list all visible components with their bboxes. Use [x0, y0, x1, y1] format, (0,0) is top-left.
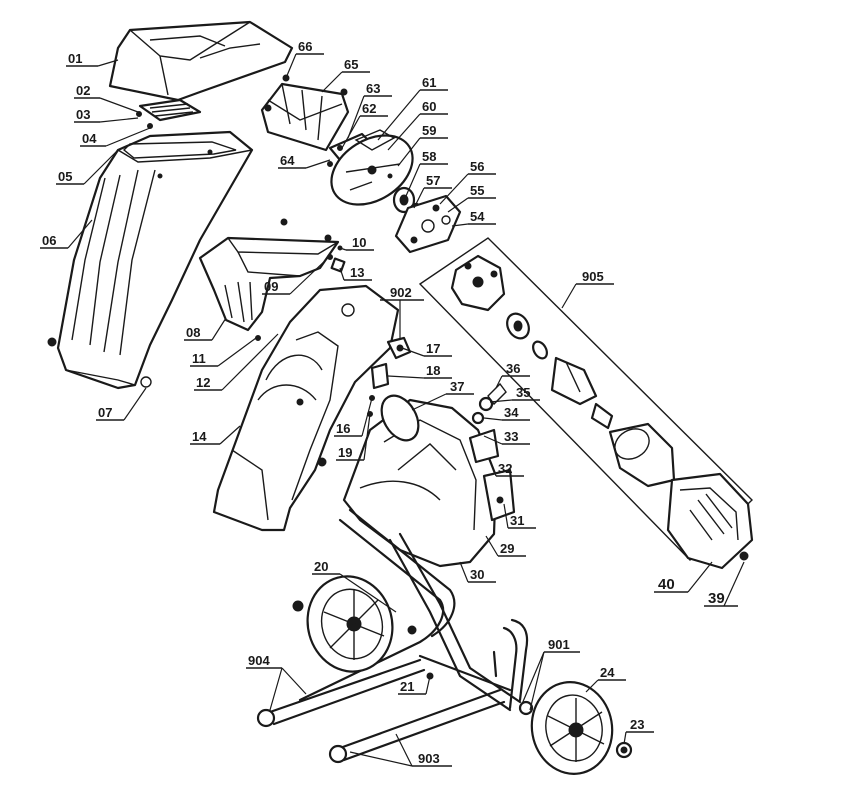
label-55: 55	[470, 183, 484, 198]
label-06: 06	[42, 233, 56, 248]
label-66: 66	[298, 39, 312, 54]
label-54: 54	[470, 209, 485, 224]
label-04: 04	[82, 131, 97, 146]
part-08-feed-funnel	[198, 218, 340, 341]
label-35: 35	[516, 385, 530, 400]
part-24-right-wheel	[518, 681, 633, 775]
part-902-switch-bracket	[367, 336, 412, 417]
part-20-frame	[298, 508, 529, 712]
part-59-60-cutting-disc	[330, 129, 414, 206]
label-58: 58	[422, 149, 436, 164]
label-16: 16	[336, 421, 350, 436]
label-08: 08	[186, 325, 200, 340]
label-62: 62	[362, 101, 376, 116]
label-23: 23	[630, 717, 644, 732]
label-901: 901	[548, 637, 570, 652]
label-03: 03	[76, 107, 90, 122]
part-01-hopper-cover	[108, 20, 294, 102]
label-11: 11	[192, 351, 206, 366]
part-06-chute-housing	[47, 130, 254, 390]
label-17: 17	[426, 341, 440, 356]
label-21: 21	[400, 679, 414, 694]
label-34: 34	[504, 405, 519, 420]
leader-lines	[40, 53, 745, 767]
part-65-66-cutter-holder	[260, 74, 350, 152]
label-10: 10	[352, 235, 366, 250]
label-60: 60	[422, 99, 436, 114]
label-09: 09	[264, 279, 278, 294]
label-57: 57	[426, 173, 440, 188]
label-65: 65	[344, 57, 358, 72]
part-903-904-tubes	[256, 658, 506, 764]
label-37: 37	[450, 379, 464, 394]
label-20: 20	[314, 559, 328, 574]
label-56: 56	[470, 159, 484, 174]
label-31: 31	[510, 513, 524, 528]
label-904: 904	[248, 653, 270, 668]
label-64: 64	[280, 153, 295, 168]
label-18: 18	[426, 363, 440, 378]
part-54-56-flange	[394, 194, 462, 254]
label-33: 33	[504, 429, 518, 444]
part-33-36-small-parts	[471, 382, 507, 425]
part-30-motor-cradle	[342, 394, 516, 568]
label-32: 32	[498, 461, 512, 476]
part-left-wheel	[292, 575, 417, 673]
label-02: 02	[76, 83, 90, 98]
part-labels: 01 02 03 04 05 06 07 08 09 10 11 12 13 1…	[42, 39, 725, 766]
label-903: 903	[418, 751, 440, 766]
label-905: 905	[582, 269, 604, 284]
label-63: 63	[366, 81, 380, 96]
label-30: 30	[470, 567, 484, 582]
label-12: 12	[196, 375, 210, 390]
label-36: 36	[506, 361, 520, 376]
label-40: 40	[658, 576, 675, 593]
label-59: 59	[422, 123, 436, 138]
label-29: 29	[500, 541, 514, 556]
label-07: 07	[98, 405, 112, 420]
label-13: 13	[350, 265, 364, 280]
part-14-main-housing	[212, 284, 400, 532]
label-01: 01	[68, 51, 82, 66]
label-902: 902	[390, 285, 412, 300]
label-61: 61	[422, 75, 436, 90]
label-05: 05	[58, 169, 72, 184]
part-02-04-plate	[136, 98, 202, 129]
part-905-motor-assembly	[418, 237, 754, 570]
label-39: 39	[708, 590, 725, 607]
label-14: 14	[192, 429, 207, 444]
label-19: 19	[338, 445, 352, 460]
label-24: 24	[600, 665, 615, 680]
